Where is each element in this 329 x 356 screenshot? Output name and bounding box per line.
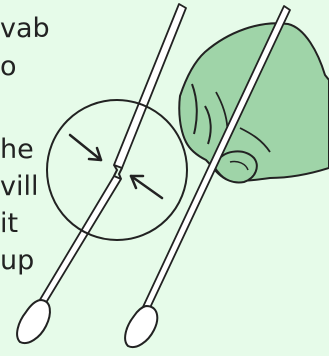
swab-with-break-point-icon [17,4,186,343]
hand-holding-swab-icon [179,23,329,182]
